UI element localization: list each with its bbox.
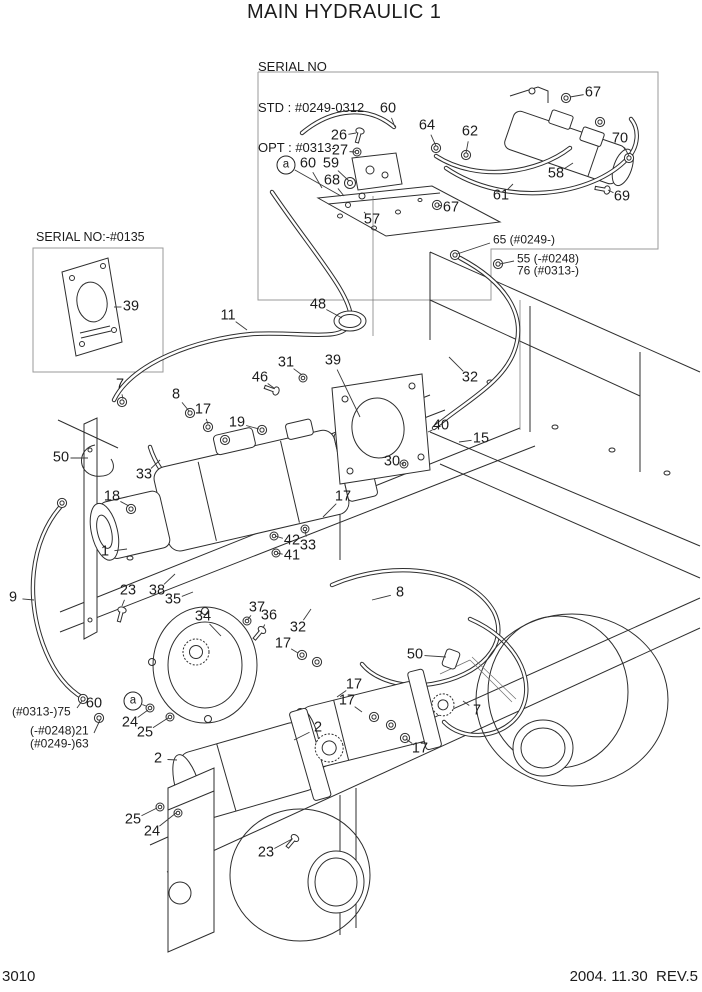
- part-callout-31: 31: [277, 354, 295, 371]
- part-callout-17: 17: [194, 401, 212, 418]
- part-callout-37: 37: [248, 599, 266, 616]
- part-callout-17: 17: [274, 635, 292, 652]
- part-callout-39: 39: [122, 298, 140, 315]
- part-callout-25: 25: [124, 811, 142, 828]
- part-callout-11: 11: [220, 307, 236, 324]
- part-callout-30: 30: [383, 453, 401, 470]
- part-callout-2: 2: [313, 719, 323, 736]
- part-callout-61: 61: [492, 187, 510, 204]
- part-callout-46: 46: [251, 369, 269, 386]
- part-callout-9: 9: [8, 589, 18, 606]
- part-callout-50: 50: [406, 646, 424, 663]
- part-callout-15: 15: [472, 430, 490, 447]
- part-callout-69: 69: [613, 188, 631, 205]
- part-callout-60: 60: [379, 100, 397, 117]
- part-callout-68: 68: [323, 172, 341, 189]
- part-callout-8: 8: [171, 386, 181, 403]
- top-assembly-drawing: [302, 87, 642, 236]
- part-callout-0248-21: (-#0248)21: [30, 723, 89, 738]
- part-callout-34: 34: [194, 608, 212, 625]
- part-callout-33: 33: [299, 537, 317, 554]
- part-callout-7: 7: [472, 702, 482, 719]
- part-callout-42: 42: [283, 532, 301, 549]
- mount-flange-drawing: [149, 607, 258, 723]
- inset-serial-label: SERIAL NO:-#0135: [36, 230, 145, 244]
- part-callout-24: 24: [143, 823, 161, 840]
- part-callout-a: a: [123, 691, 143, 711]
- leader-lines: [22, 95, 629, 849]
- serial-note-line: OPT : #0313-: [258, 140, 336, 155]
- bell-housing-right-drawing: [440, 614, 668, 786]
- part-callout-58: 58: [547, 165, 565, 182]
- part-callout-60: 60: [299, 155, 317, 172]
- part-callout-67: 67: [584, 84, 602, 101]
- part-callout-17: 17: [338, 692, 356, 709]
- part-callout-24: 24: [121, 714, 139, 731]
- inset-gasket-drawing: [62, 258, 122, 356]
- part-callout-0313-75: (#0313-)75: [12, 704, 71, 719]
- part-callout-57: 57: [363, 211, 381, 228]
- part-callout-1: 1: [100, 543, 110, 560]
- part-callout-36: 36: [260, 607, 278, 624]
- part-callout-17: 17: [411, 740, 429, 757]
- part-callout-76-0313: 76 (#0313-): [517, 263, 580, 278]
- part-callout-48: 48: [309, 296, 327, 313]
- serial-note-line: STD : #0249-0312: [258, 99, 365, 115]
- part-callout-32: 32: [289, 619, 307, 636]
- part-callout-8: 8: [395, 584, 405, 601]
- reference-boxes: [33, 72, 658, 372]
- part-callout-41: 41: [283, 547, 301, 564]
- part-callout-60: 60: [85, 695, 103, 712]
- part-callout-26: 26: [330, 127, 348, 144]
- small-parts-drawing: [56, 92, 635, 851]
- part-callout-64: 64: [418, 117, 436, 134]
- part-callout-50: 50: [52, 449, 70, 466]
- page-title: MAIN HYDRAULIC 1: [247, 1, 442, 23]
- part-callout-17: 17: [334, 488, 352, 505]
- part-callout-59: 59: [322, 155, 340, 172]
- part-callout-0249-63: (#0249-)63: [30, 736, 89, 751]
- part-callout-40: 40: [432, 417, 450, 434]
- part-callout-65-0249: 65 (#0249-): [493, 232, 556, 247]
- serial-note-line: SERIAL NO: [258, 59, 327, 74]
- part-callout-17: 17: [345, 676, 363, 693]
- part-callout-2: 2: [153, 750, 163, 767]
- part-callout-67: 67: [442, 199, 460, 216]
- part-callout-33: 33: [135, 466, 153, 483]
- part-callout-39: 39: [324, 352, 342, 369]
- part-callout-55-0248: 55 (-#0248): [517, 251, 580, 266]
- part-callout-a: a: [276, 155, 296, 175]
- part-callout-35: 35: [164, 591, 182, 608]
- part-callout-23: 23: [119, 582, 137, 599]
- part-callout-38: 38: [148, 582, 166, 599]
- serial-number-note: SERIAL NO STD : #0249-0312 OPT : #0313-: [258, 33, 364, 182]
- part-callout-32: 32: [461, 369, 479, 386]
- part-callout-19: 19: [228, 414, 246, 431]
- part-callout-25: 25: [136, 724, 154, 741]
- part-callout-18: 18: [103, 488, 121, 505]
- part-callout-27: 27: [331, 142, 349, 159]
- part-callout-70: 70: [611, 130, 629, 147]
- part-callout-23: 23: [257, 844, 275, 861]
- part-callout-7: 7: [115, 376, 125, 393]
- part-callout-62: 62: [461, 123, 479, 140]
- revision-date: 2004. 11.30 REV.5: [569, 968, 698, 985]
- adapter-plate-drawing: [332, 374, 430, 484]
- page-number: 3010: [2, 968, 36, 985]
